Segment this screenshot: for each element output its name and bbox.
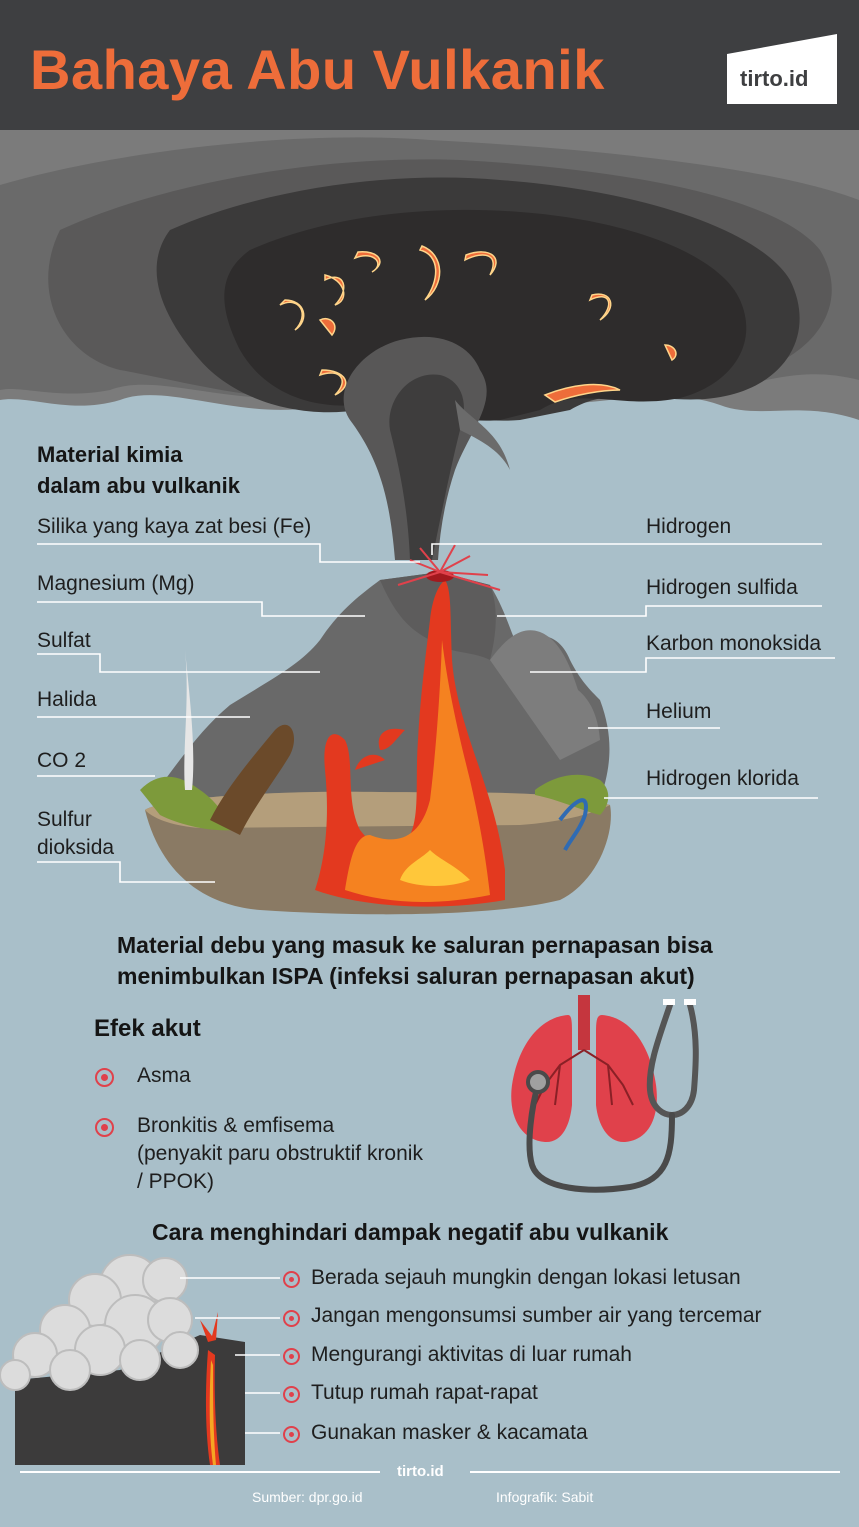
chemical-label-left: Sulfur — [37, 808, 92, 831]
bullet-icon — [283, 1426, 300, 1443]
acute-item: Bronkitis & emfisema — [137, 1114, 335, 1137]
chemical-label-right: Hidrogen — [646, 515, 732, 538]
chemical-label-left: Halida — [37, 688, 97, 711]
chemical-label-left: Sulfat — [37, 629, 91, 652]
footer-divider — [470, 1471, 840, 1473]
chemical-label-right: Karbon monoksida — [646, 632, 822, 655]
bullet-icon — [95, 1118, 114, 1137]
chemical-label-left: Magnesium (Mg) — [37, 572, 195, 595]
footer-credit: Infografik: Sabit — [496, 1489, 594, 1505]
bullet-icon — [95, 1068, 114, 1087]
chemical-label-right: Helium — [646, 700, 712, 723]
footer-source: Sumber: dpr.go.id — [252, 1489, 363, 1505]
prevention-item: Jangan mengonsumsi sumber air yang terce… — [311, 1304, 762, 1327]
chemical-label-right: Hidrogen sulfida — [646, 576, 798, 599]
acute-item: Asma — [137, 1064, 191, 1087]
lungs-stethoscope-illustration — [511, 995, 699, 1193]
small-volcano-illustration — [0, 1254, 280, 1465]
logo-badge — [727, 34, 837, 104]
bullet-icon — [283, 1348, 300, 1365]
volcano-illustration — [0, 130, 859, 915]
prevention-item: Mengurangi aktivitas di luar rumah — [311, 1343, 632, 1366]
chemicals-heading-line1: Material kimia — [37, 442, 183, 467]
header-bar — [0, 0, 859, 130]
footer-brand: tirto.id — [397, 1463, 444, 1480]
stethoscope-icon — [526, 999, 699, 1193]
chemical-label-left: Silika yang kaya zat besi (Fe) — [37, 515, 312, 538]
bullet-icon — [283, 1310, 300, 1327]
bullet-icon — [283, 1386, 300, 1403]
page-title: Bahaya Abu Vulkanik — [30, 38, 605, 101]
bullet-icon — [283, 1271, 300, 1288]
prevention-heading: Cara menghindari dampak negatif abu vulk… — [152, 1219, 669, 1245]
chemical-label-left: dioksida — [37, 836, 115, 859]
prevention-item: Tutup rumah rapat-rapat — [311, 1381, 538, 1404]
acute-item-detail: (penyakit paru obstruktif kronik — [137, 1142, 423, 1165]
ispa-heading-line1: Material debu yang masuk ke saluran pern… — [117, 932, 713, 958]
footer-divider — [20, 1471, 380, 1473]
prevention-item: Berada sejauh mungkin dengan lokasi letu… — [311, 1266, 741, 1289]
acute-heading: Efek akut — [94, 1015, 201, 1042]
chemical-label-right: Hidrogen klorida — [646, 767, 799, 790]
ispa-heading-line2: menimbulkan ISPA (infeksi saluran pernap… — [117, 963, 695, 989]
chemical-label-left: CO 2 — [37, 749, 87, 772]
acute-item-detail: / PPOK) — [137, 1170, 215, 1193]
logo: tirto.id — [740, 66, 809, 91]
prevention-item: Gunakan masker & kacamata — [311, 1421, 588, 1444]
chemicals-heading-line2: dalam abu vulkanik — [37, 473, 240, 498]
